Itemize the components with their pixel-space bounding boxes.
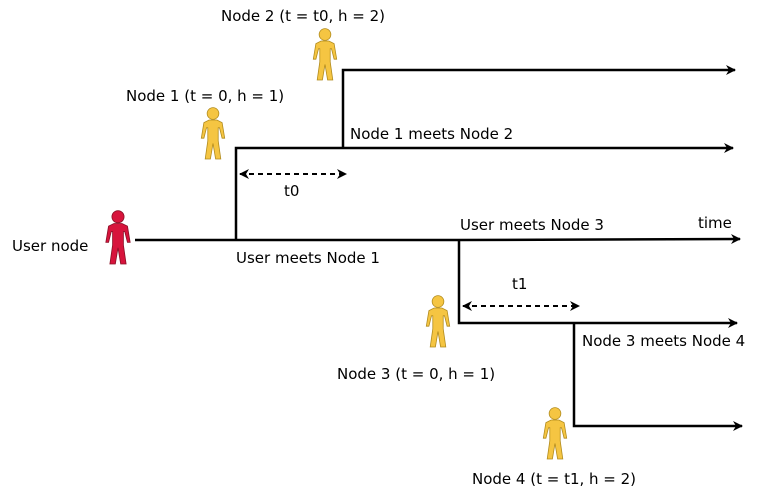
node1-figure-icon <box>200 107 226 160</box>
user-meets-node3-label: User meets Node 3 <box>460 216 604 234</box>
user-node-label: User node <box>12 237 88 255</box>
time-axis-label: time <box>698 214 732 232</box>
node2-label: Node 2 (t = t0, h = 2) <box>221 7 385 25</box>
node3-figure-icon <box>425 294 451 348</box>
node3-timeline <box>457 240 738 328</box>
node3-meets-node4-label: Node 3 meets Node 4 <box>582 332 745 350</box>
user-meets-node1-label: User meets Node 1 <box>236 249 380 267</box>
node3-label: Node 3 (t = 0, h = 1) <box>337 365 495 383</box>
t0-label: t0 <box>284 182 299 200</box>
node2-figure-icon <box>312 28 338 81</box>
node4-figure-icon <box>542 406 568 460</box>
node1-meets-node2-label: Node 1 meets Node 2 <box>350 125 513 143</box>
node1-timeline <box>234 143 734 240</box>
user-figure-icon <box>105 210 131 265</box>
node2-timeline <box>341 65 736 148</box>
interval-arrows <box>239 169 580 311</box>
user-timeline <box>135 234 741 245</box>
node4-label: Node 4 (t = t1, h = 2) <box>472 470 636 488</box>
node4-timeline <box>572 323 743 431</box>
timeline-lines <box>135 65 743 431</box>
node1-label: Node 1 (t = 0, h = 1) <box>126 87 284 105</box>
t1-label: t1 <box>512 275 527 293</box>
